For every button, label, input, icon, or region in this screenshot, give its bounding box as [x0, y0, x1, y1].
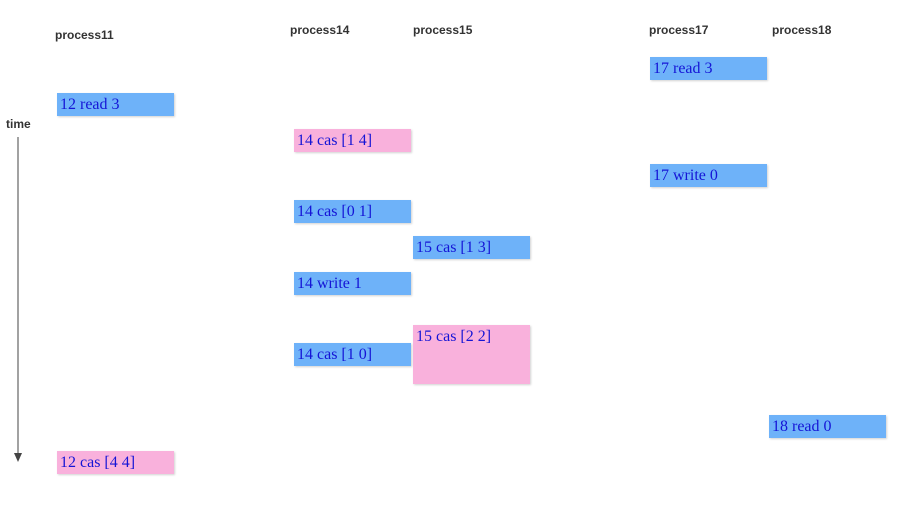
op-14-cas-2: 14 cas [0 1]: [294, 200, 411, 223]
time-arrow-icon: [14, 137, 22, 462]
op-15-cas-2: 15 cas [2 2]: [413, 325, 530, 384]
op-17-write: 17 write 0: [650, 164, 767, 187]
process-header-15: process15: [413, 23, 473, 37]
op-14-cas-1: 14 cas [1 4]: [294, 129, 411, 152]
op-14-write: 14 write 1: [294, 272, 411, 295]
op-12-read: 12 read 3: [57, 93, 174, 116]
op-12-cas: 12 cas [4 4]: [57, 451, 174, 474]
process-header-18: process18: [772, 23, 832, 37]
op-14-cas-3: 14 cas [1 0]: [294, 343, 411, 366]
process-header-11: process11: [55, 28, 114, 42]
process-header-17: process17: [649, 23, 709, 37]
op-15-cas-1: 15 cas [1 3]: [413, 236, 530, 259]
process-header-14: process14: [290, 23, 350, 37]
op-17-read: 17 read 3: [650, 57, 767, 80]
time-axis-label: time: [6, 117, 31, 131]
op-18-read: 18 read 0: [769, 415, 886, 438]
